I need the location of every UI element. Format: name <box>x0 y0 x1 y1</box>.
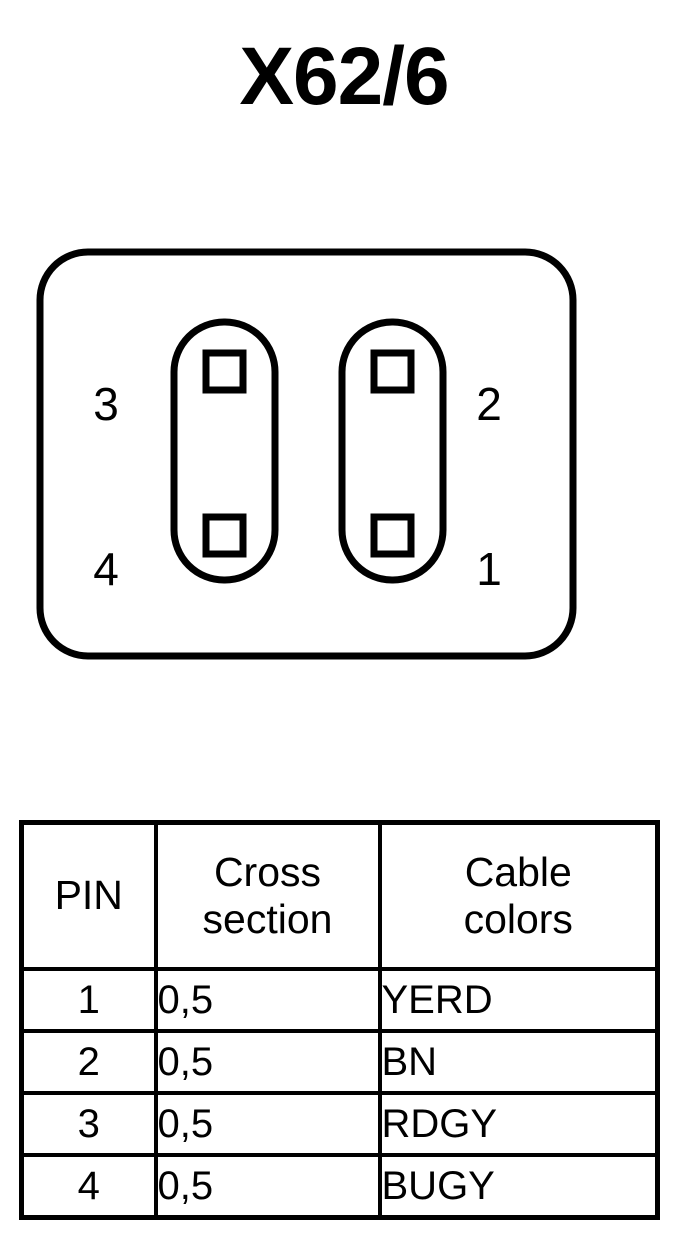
cell-cable-colors: RDGY <box>377 1091 660 1157</box>
cell-pin: 4 <box>19 1153 158 1220</box>
contact-square-pin-3 <box>202 349 247 394</box>
page-title: X62/6 <box>239 31 449 122</box>
contact-square-pin-1 <box>370 513 415 558</box>
contact-square-pin-2 <box>370 349 415 394</box>
column-header-cable-colors: Cable colors <box>377 820 660 971</box>
column-header-cross-section-line1: Cross <box>213 848 322 895</box>
cell-cable-colors: BN <box>377 1029 660 1095</box>
cell-pin: 1 <box>19 967 158 1033</box>
column-header-cross-section-line2: section <box>202 896 333 942</box>
connector-housing-outline <box>36 248 577 660</box>
cell-cable-colors: BUGY <box>377 1153 660 1220</box>
pin-label-2: 2 <box>476 378 502 430</box>
cell-cable-colors: YERD <box>377 967 660 1033</box>
pin-label-3: 3 <box>93 378 119 430</box>
column-header-cable-colors-line1: Cable <box>464 848 572 895</box>
column-header-cable-colors-line2: colors <box>463 896 573 942</box>
column-header-pin: PIN <box>19 820 158 971</box>
connector-svg: 3 4 2 1 <box>36 248 577 660</box>
table-header-row: PIN Cross section Cable colors <box>19 820 660 971</box>
cell-cross-section: 0,5 <box>153 1029 382 1095</box>
contact-square-pin-4 <box>202 513 247 558</box>
column-header-cross-section: Cross section <box>153 820 382 971</box>
cell-pin: 2 <box>19 1029 158 1095</box>
connector-diagram: 3 4 2 1 <box>0 240 688 670</box>
cell-cross-section: 0,5 <box>153 1153 382 1220</box>
cell-cross-section: 0,5 <box>153 1091 382 1157</box>
pin-label-1: 1 <box>476 543 502 595</box>
pin-label-4: 4 <box>93 543 119 595</box>
connector-cavity-left <box>170 318 279 584</box>
cell-pin: 3 <box>19 1091 158 1157</box>
connector-cavity-right <box>338 318 447 584</box>
cell-cross-section: 0,5 <box>153 967 382 1033</box>
table-header: PIN Cross section Cable colors <box>19 820 660 971</box>
